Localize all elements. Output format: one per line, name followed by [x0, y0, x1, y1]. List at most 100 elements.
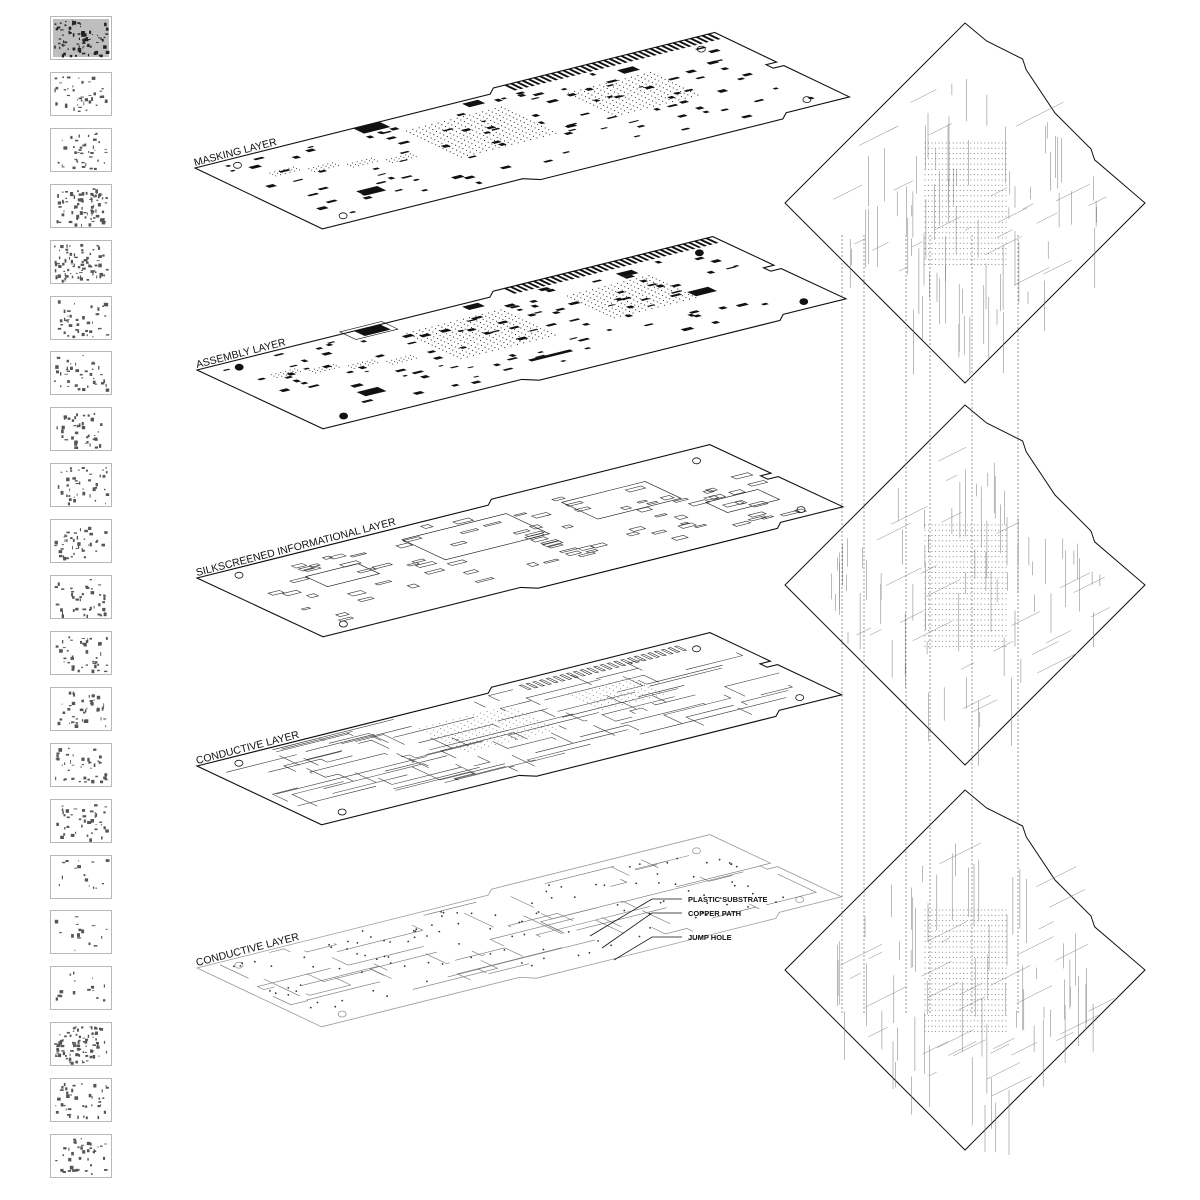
pad — [438, 365, 444, 367]
finger-trace — [646, 652, 661, 658]
layer-thumbnail[interactable] — [50, 16, 112, 60]
pad — [380, 130, 392, 135]
silk-mark — [565, 500, 584, 507]
pad — [685, 69, 698, 74]
pad — [760, 302, 769, 306]
pad — [577, 337, 591, 342]
strip-pad — [527, 349, 574, 362]
connector-pad — [578, 269, 593, 276]
pad — [673, 91, 682, 95]
layer-thumbnail[interactable] — [50, 463, 112, 508]
callout-label: COPPER PATH — [688, 909, 741, 918]
pad — [692, 314, 702, 318]
pad — [533, 311, 543, 314]
layer-thumbnail[interactable] — [50, 407, 112, 452]
pad — [497, 142, 507, 146]
pad — [680, 127, 691, 131]
connector-pad — [602, 59, 617, 66]
silk-mark — [628, 526, 647, 532]
finger-trace — [572, 670, 586, 677]
layer-thumbnail[interactable] — [50, 575, 112, 619]
pad — [702, 110, 710, 114]
pad — [475, 181, 483, 185]
silk-mark — [339, 560, 362, 568]
finger-trace — [599, 664, 613, 670]
pad — [278, 388, 291, 393]
layer-thumbnail[interactable] — [50, 966, 112, 1011]
board-outline — [195, 444, 845, 638]
pad — [229, 169, 236, 172]
layer-thumbnail[interactable] — [50, 630, 112, 675]
layer-thumbnail[interactable] — [50, 183, 112, 228]
pad — [450, 174, 465, 180]
connector-pad — [666, 43, 681, 50]
silk-mark — [349, 552, 368, 558]
bga-array-left — [406, 106, 557, 158]
pad — [534, 354, 546, 358]
layer-thumbnail[interactable] — [50, 127, 112, 172]
pad — [327, 341, 336, 344]
pad — [397, 140, 411, 145]
silk-mark — [459, 528, 480, 535]
layer-thumbnail[interactable] — [50, 351, 112, 396]
connector-pad — [585, 64, 599, 71]
callout-leader-line — [613, 936, 682, 961]
connector-pad — [635, 255, 650, 261]
pad — [360, 340, 368, 343]
pad — [361, 193, 368, 196]
silk-mark — [346, 590, 368, 597]
layer-thumbnail[interactable] — [50, 519, 112, 564]
pad — [460, 128, 472, 132]
pad — [265, 184, 277, 188]
layer-thumbnail[interactable] — [50, 798, 112, 843]
pad — [688, 310, 700, 314]
finger-trace — [592, 665, 607, 672]
silk-mark — [542, 558, 560, 564]
connector-pad — [677, 41, 692, 47]
layer-thumbnail[interactable] — [50, 910, 112, 955]
silk-mark — [687, 499, 711, 507]
pad — [624, 314, 634, 318]
connector-pad — [701, 35, 715, 42]
pad — [551, 311, 561, 315]
pad — [530, 304, 540, 308]
layer-thumbnail[interactable] — [50, 295, 112, 340]
connector-pad — [526, 282, 541, 288]
pad — [638, 86, 644, 88]
chip-small — [356, 386, 387, 397]
copper-traces — [226, 652, 794, 807]
pad — [284, 375, 294, 379]
connector-pad — [538, 279, 552, 286]
layer-thumbnail[interactable] — [50, 1022, 112, 1067]
connector-pad — [607, 262, 621, 268]
silk-mark — [727, 489, 746, 496]
layer-thumbnail[interactable] — [50, 854, 112, 899]
connector-pad — [573, 67, 588, 74]
layer-thumbnail[interactable] — [50, 239, 112, 284]
silk-mark — [482, 521, 502, 527]
silk-mark — [760, 515, 775, 520]
connector-pad — [643, 49, 657, 56]
silk-mark — [747, 480, 769, 487]
pad — [584, 87, 595, 91]
layer-thumbnail[interactable] — [50, 686, 112, 731]
silk-mark — [703, 495, 720, 501]
pad — [305, 148, 317, 153]
layer-thumbnail[interactable] — [50, 742, 112, 787]
connector-pad — [561, 273, 575, 280]
rotated-via-grid — [924, 909, 1007, 1032]
connector-pad — [705, 237, 719, 244]
layer-thumbnail[interactable] — [50, 71, 112, 116]
silk-mark — [635, 506, 654, 513]
pad — [566, 93, 578, 97]
pad — [377, 173, 387, 176]
silk-mark — [672, 497, 690, 503]
silk-mark — [356, 567, 377, 574]
layer-thumbnail[interactable] — [50, 1078, 112, 1123]
finger-trace — [673, 645, 688, 652]
pad — [515, 91, 526, 95]
pad — [248, 164, 263, 169]
finger-trace — [525, 682, 539, 689]
silk-mark — [793, 508, 808, 514]
layer-thumbnail[interactable] — [50, 1134, 112, 1178]
